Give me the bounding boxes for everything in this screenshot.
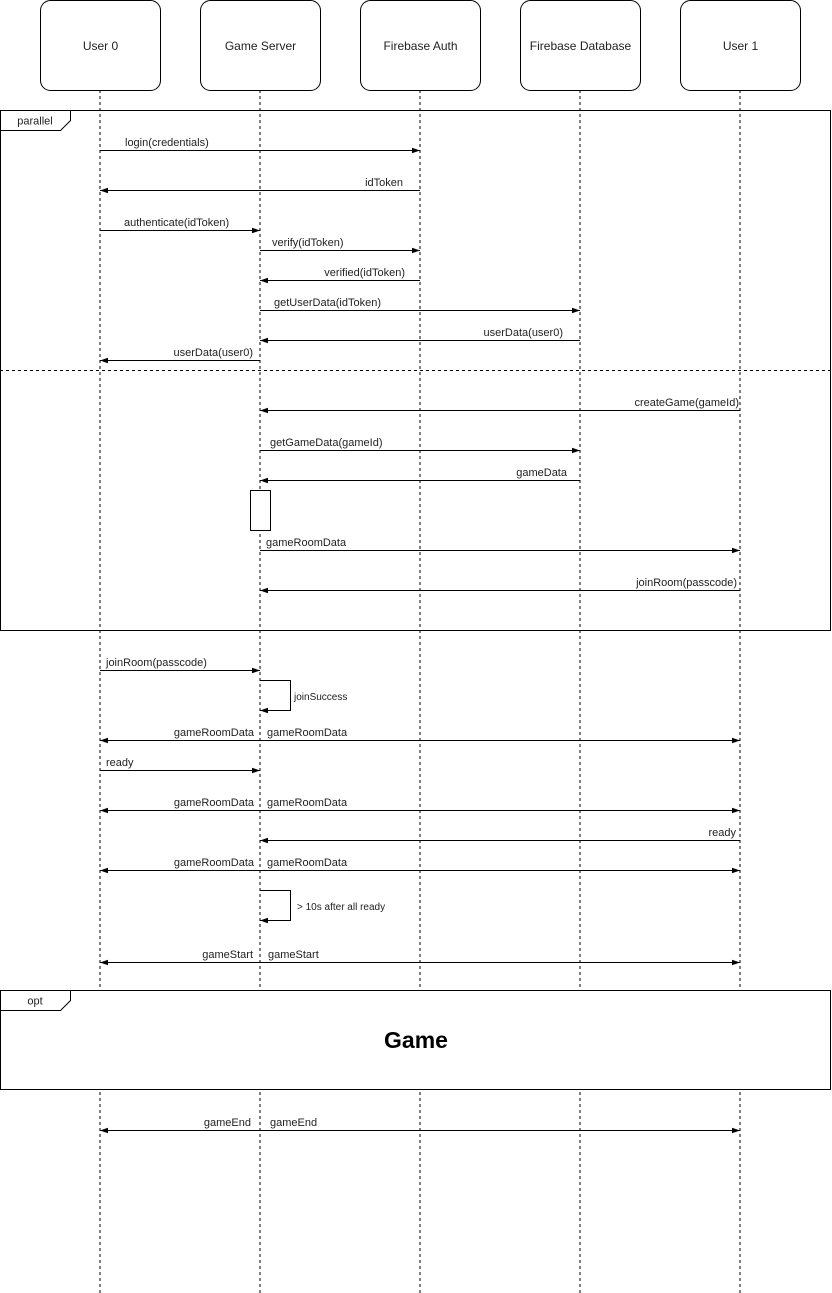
- message-gameroomdata-broadcast-2: gameRoomData gameRoomData: [100, 797, 740, 814]
- message-ready-user1: ready: [260, 827, 740, 844]
- message-gamestart-left-label: gameStart: [202, 949, 253, 961]
- message-gameend-left-label: gameEnd: [204, 1117, 251, 1129]
- message-idtoken: idToken: [100, 177, 420, 194]
- server-activation-bar: [250, 490, 271, 531]
- participant-user1-box: [680, 0, 801, 91]
- message-gameroomdata-user1-label: gameRoomData: [266, 537, 347, 549]
- message-gameend-right-label: gameEnd: [270, 1117, 317, 1129]
- message-creategame: createGame(gameId): [260, 397, 740, 414]
- participant-db-box: [520, 0, 641, 91]
- opt-frame-tag: [0, 990, 71, 1011]
- message-delay: > 10s after all ready: [260, 890, 385, 924]
- participant-db-label: Firebase Database: [530, 39, 632, 53]
- message-gamedata: gameData: [260, 467, 580, 484]
- message-gameroomdata-broadcast-3: gameRoomData gameRoomData: [100, 857, 740, 874]
- message-verified: verified(idToken): [260, 267, 420, 284]
- participant-user1-label: User 1: [723, 39, 759, 53]
- message-login: login(credentials): [100, 137, 420, 154]
- message-joinsuccess-arrow: [260, 680, 291, 714]
- message-userdata-user0-label: userData(user0): [174, 347, 253, 359]
- message-login-label: login(credentials): [125, 137, 209, 149]
- opt-frame-title: Game: [384, 1027, 448, 1053]
- message-ready-user1-label: ready: [708, 827, 736, 839]
- message-userdata-db: userData(user0): [260, 327, 580, 344]
- message-creategame-label: createGame(gameId): [634, 397, 739, 409]
- message-verify: verify(idToken): [260, 237, 420, 254]
- message-getuserdata-label: getUserData(idToken): [274, 297, 381, 309]
- parallel-frame: parallel: [0, 110, 831, 631]
- message-joinroom-user0-label: joinRoom(passcode): [105, 657, 207, 669]
- message-gamestart: gameStart gameStart: [100, 949, 740, 966]
- message-getgamedata: getGameData(gameId): [260, 437, 580, 454]
- message-userdata-user0: userData(user0): [100, 347, 260, 364]
- participant-auth-label: Firebase Auth: [383, 39, 457, 53]
- parallel-frame-tag: [0, 110, 71, 131]
- message-gameend: gameEnd gameEnd: [100, 1117, 740, 1134]
- opt-frame-tag-label: opt: [27, 996, 42, 1008]
- participant-auth: Firebase Auth: [360, 0, 481, 91]
- participant-server: Game Server: [200, 0, 321, 91]
- message-authenticate: authenticate(idToken): [100, 217, 260, 234]
- message-verify-label: verify(idToken): [272, 237, 344, 249]
- participant-auth-box: [360, 0, 481, 91]
- message-gamedata-label: gameData: [516, 467, 568, 479]
- parallel-frame-tag-label: parallel: [17, 116, 52, 128]
- message-ready-user0: ready: [100, 757, 260, 774]
- message-delay-arrow: [260, 890, 291, 924]
- message-getuserdata: getUserData(idToken): [260, 297, 580, 314]
- message-ready-user0-label: ready: [106, 757, 134, 769]
- message-gameroomdata-broadcast-1-left-label: gameRoomData: [174, 727, 255, 739]
- message-joinroom-user1: joinRoom(passcode): [260, 577, 740, 594]
- participant-user0-label: User 0: [83, 39, 119, 53]
- message-authenticate-label: authenticate(idToken): [124, 217, 229, 229]
- opt-frame-border: [0, 990, 831, 1090]
- lifelines: [99, 90, 741, 1293]
- participant-user1: User 1: [680, 0, 801, 91]
- message-delay-label: > 10s after all ready: [297, 902, 385, 913]
- message-verified-label: verified(idToken): [324, 267, 405, 279]
- message-getgamedata-label: getGameData(gameId): [270, 437, 383, 449]
- message-gameroomdata-broadcast-2-left-label: gameRoomData: [174, 797, 255, 809]
- message-gameroomdata-broadcast-3-right-label: gameRoomData: [267, 857, 348, 869]
- message-userdata-db-label: userData(user0): [484, 327, 563, 339]
- message-joinroom-user0: joinRoom(passcode): [100, 657, 260, 674]
- message-gameroomdata-broadcast-1: gameRoomData gameRoomData: [100, 727, 740, 744]
- message-gameroomdata-user1: gameRoomData: [260, 537, 740, 554]
- participant-server-label: Game Server: [225, 39, 296, 53]
- message-joinsuccess: joinSuccess: [260, 680, 347, 714]
- participant-db: Firebase Database: [520, 0, 641, 91]
- message-joinsuccess-label: joinSuccess: [293, 692, 347, 703]
- message-gameroomdata-broadcast-2-right-label: gameRoomData: [267, 797, 348, 809]
- message-gamestart-right-label: gameStart: [268, 949, 319, 961]
- participant-server-box: [200, 0, 321, 91]
- message-idtoken-label: idToken: [365, 177, 403, 189]
- message-gameroomdata-broadcast-1-right-label: gameRoomData: [267, 727, 348, 739]
- message-joinroom-user1-label: joinRoom(passcode): [635, 577, 737, 589]
- participant-user0-box: [40, 0, 161, 91]
- opt-frame: opt Game: [0, 990, 831, 1090]
- message-gameroomdata-broadcast-3-left-label: gameRoomData: [174, 857, 255, 869]
- participant-user0: User 0: [40, 0, 161, 91]
